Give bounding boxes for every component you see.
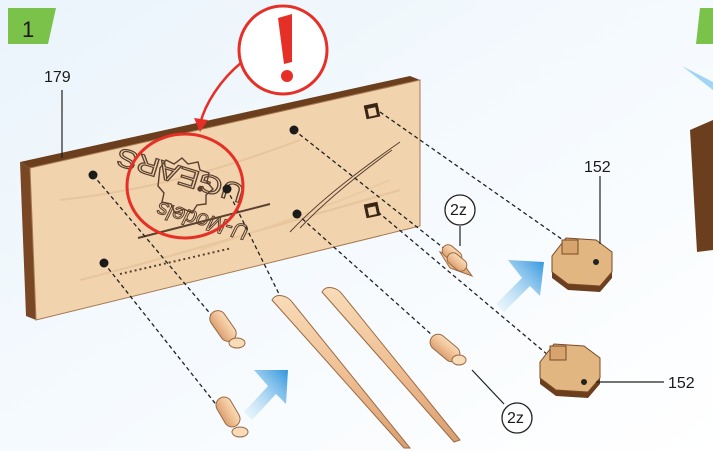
label-part-152-top: 152 [584, 159, 611, 176]
label-part-152-bottom: 152 [668, 375, 695, 392]
quantity-text: 2z [507, 410, 524, 427]
quantity-badge-upper: 2z [445, 195, 475, 225]
quantity-badge-lower: 2z [502, 403, 532, 433]
quantity-text: 2z [450, 202, 467, 219]
step-number: 1 [22, 17, 34, 42]
step-badge: 1 [8, 8, 56, 44]
peg-152-top [552, 238, 612, 292]
peg-152-bottom [540, 344, 600, 398]
label-part-179: 179 [44, 69, 71, 86]
